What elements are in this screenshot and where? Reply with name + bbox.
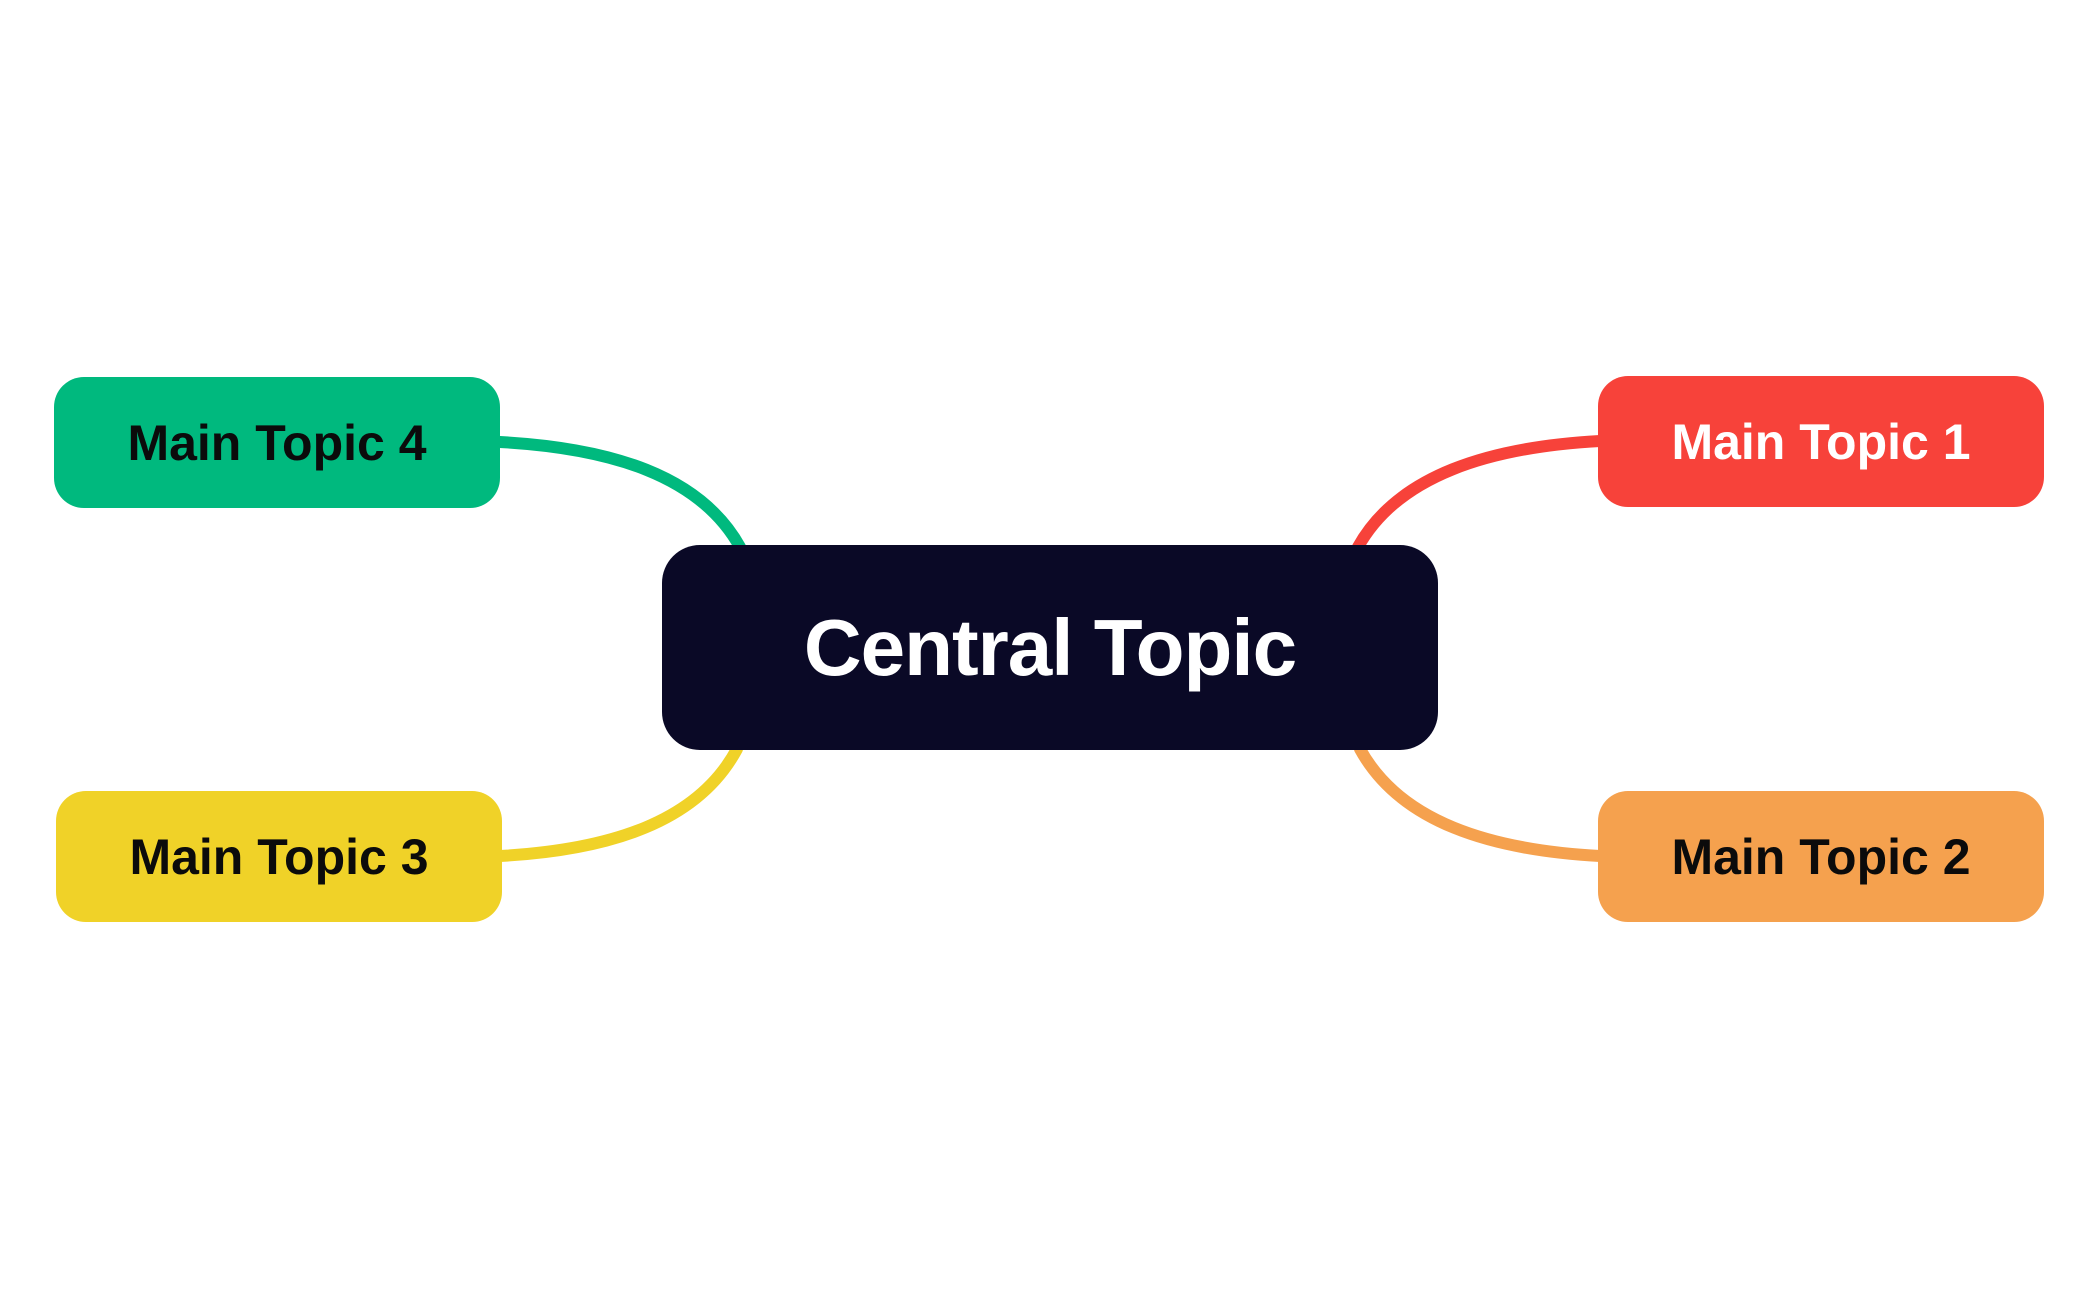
main-topic-3-label: Main Topic 3	[129, 828, 429, 885]
main-topic-2-node[interactable]: Main Topic 2	[1598, 791, 2044, 922]
connector-central-to-main-topic-4	[494, 436, 746, 553]
main-topic-3-node[interactable]: Main Topic 3	[56, 791, 502, 922]
main-topic-1-label: Main Topic 1	[1671, 413, 1971, 470]
main-topic-2-label: Main Topic 2	[1671, 828, 1971, 885]
main-topic-1-node[interactable]: Main Topic 1	[1598, 376, 2044, 507]
central-topic-node[interactable]: Central Topic	[662, 545, 1438, 750]
connector-central-to-main-topic-1	[1352, 435, 1606, 553]
central-topic-label: Central Topic	[803, 602, 1297, 692]
connector-central-to-main-topic-3	[494, 743, 743, 862]
main-topic-4-node[interactable]: Main Topic 4	[54, 377, 500, 508]
main-topic-4-label: Main Topic 4	[127, 414, 427, 471]
connector-central-to-main-topic-2	[1354, 743, 1606, 862]
